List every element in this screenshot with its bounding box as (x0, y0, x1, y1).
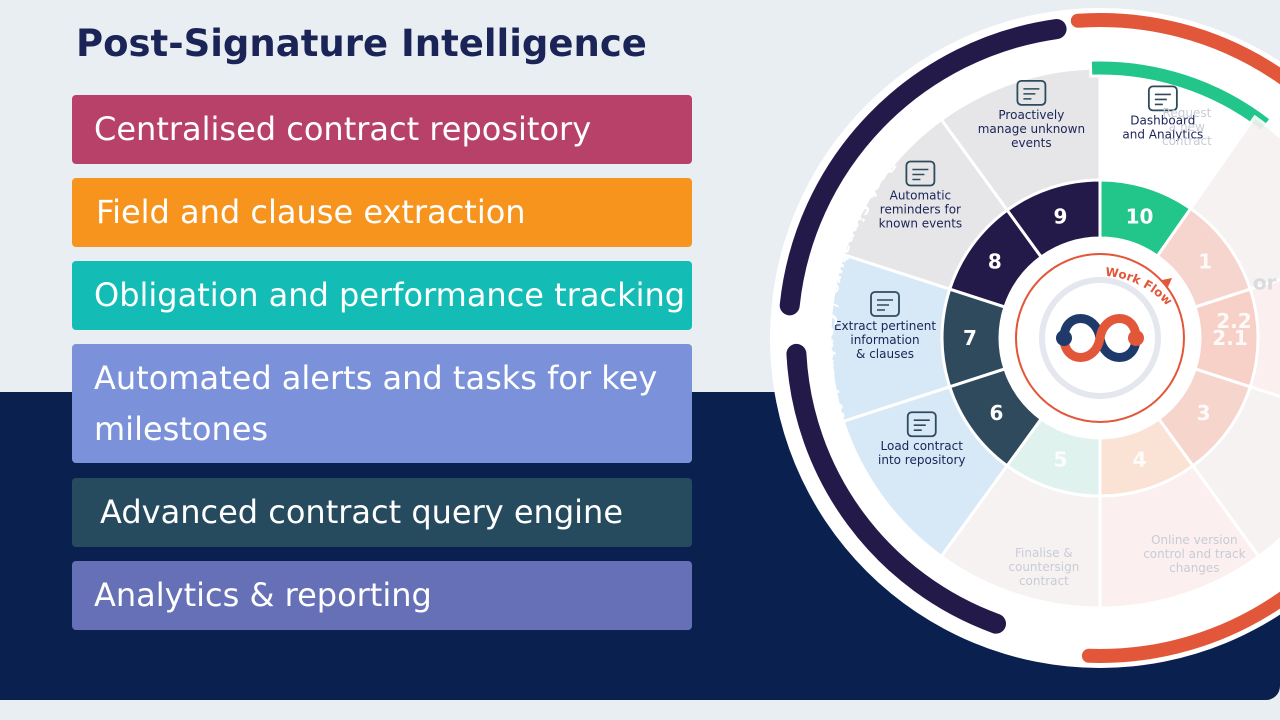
feature-query-engine[interactable]: Advanced contract query engine (72, 478, 692, 547)
workflow-arrow-icon (1162, 278, 1172, 287)
label-line: countersign (1008, 560, 1079, 574)
number-ring-7 (940, 287, 1007, 389)
feature-label: Centralised contract repository (94, 110, 592, 149)
feature-label: Field and clause extraction (96, 193, 526, 232)
documents-icon (870, 291, 900, 317)
feature-label: Obligation and performance tracking (94, 276, 686, 315)
label-line: Extract pertinent (834, 319, 936, 333)
label-line: manage unknown (978, 122, 1085, 136)
logo-dot-icon (1056, 330, 1072, 346)
orange-outer-arc-top (1070, 13, 1280, 85)
faded-number-ring (1005, 416, 1102, 498)
dashboard-icon-lines (1154, 93, 1171, 106)
label-line: reminders for (880, 203, 961, 217)
alert-icon-frame (1016, 79, 1047, 106)
feature-obligation-tracking[interactable]: Obligation and performance tracking (72, 261, 692, 330)
feature-automated-alerts[interactable]: Automated alerts and tasks for key miles… (72, 344, 692, 463)
label-line: Online version (1151, 533, 1237, 547)
label-line: information (850, 333, 919, 347)
feature-centralised-repository[interactable]: Centralised contract repository (72, 95, 692, 164)
faded-step-number: 4 (1133, 448, 1147, 472)
page-title: Post-Signature Intelligence (76, 22, 647, 65)
label-line: known events (879, 217, 963, 231)
feature-label: Advanced contract query engine (100, 493, 623, 532)
navy-outer-arc (779, 19, 1067, 316)
label-line: Request (1163, 106, 1212, 120)
label-line: into repository (878, 453, 965, 467)
alert-icon-lines (1023, 88, 1040, 100)
step-number-7: 7 (963, 326, 977, 350)
feature-analytics-reporting[interactable]: Analytics & reporting (72, 561, 692, 630)
feature-label: Analytics & reporting (94, 576, 432, 615)
label-line: Automatic (890, 189, 952, 203)
dashboard-icon-frame (1147, 85, 1178, 112)
label-line: contract (1019, 574, 1069, 588)
orange-outer-arc-bottom (1081, 591, 1280, 663)
label-line: a new (1169, 120, 1205, 134)
label-line: contract (1162, 134, 1212, 148)
label-line: control and track (1143, 547, 1245, 561)
label-line: Finalise & (1015, 546, 1073, 560)
label-line: Proactively (998, 108, 1064, 122)
faded-step-number: 1 (1198, 250, 1212, 274)
step-number-9: 9 (1053, 204, 1067, 228)
step-number-6: 6 (989, 401, 1003, 425)
number-ring-9 (1005, 178, 1102, 260)
logo-mark-accent-icon (1059, 314, 1141, 362)
database-icon (906, 411, 937, 438)
number-ring-6 (947, 367, 1044, 468)
feature-label: Automated alerts and tasks for key miles… (94, 358, 658, 448)
workflow-ring (1015, 253, 1185, 423)
label-line: Load contract (881, 439, 964, 453)
dashboard-icon (1147, 85, 1178, 112)
reminder-bell-icon-frame (905, 160, 936, 187)
documents-icon-lines (877, 299, 893, 311)
label-line: & clauses (856, 347, 914, 361)
database-icon-frame (906, 411, 937, 438)
logo-dot-accent-icon (1128, 330, 1144, 346)
label-line: Dashboard (1130, 113, 1195, 127)
number-ring-8 (947, 208, 1044, 309)
reminder-bell-icon (905, 160, 936, 187)
database-icon-lines (913, 419, 930, 432)
alert-icon (1016, 79, 1047, 106)
label-line: changes (1169, 561, 1219, 575)
faded-step-number: 2.1 (1212, 326, 1247, 350)
step-number-8: 8 (988, 250, 1002, 274)
label-line: and Analytics (1122, 127, 1203, 141)
navy-outer-arc-lower (786, 343, 1007, 634)
reminder-bell-icon-lines (912, 168, 929, 181)
faded-step-number: 2.2 (1216, 309, 1251, 333)
step-number-10: 10 (1126, 204, 1154, 228)
faded-step-number: 5 (1053, 448, 1067, 472)
faded-step-number: 3 (1197, 401, 1211, 425)
documents-icon-frame (870, 291, 900, 317)
label-line: events (1011, 136, 1051, 150)
or-label: or (1253, 271, 1277, 295)
feature-field-clause-extraction[interactable]: Field and clause extraction (72, 178, 692, 247)
